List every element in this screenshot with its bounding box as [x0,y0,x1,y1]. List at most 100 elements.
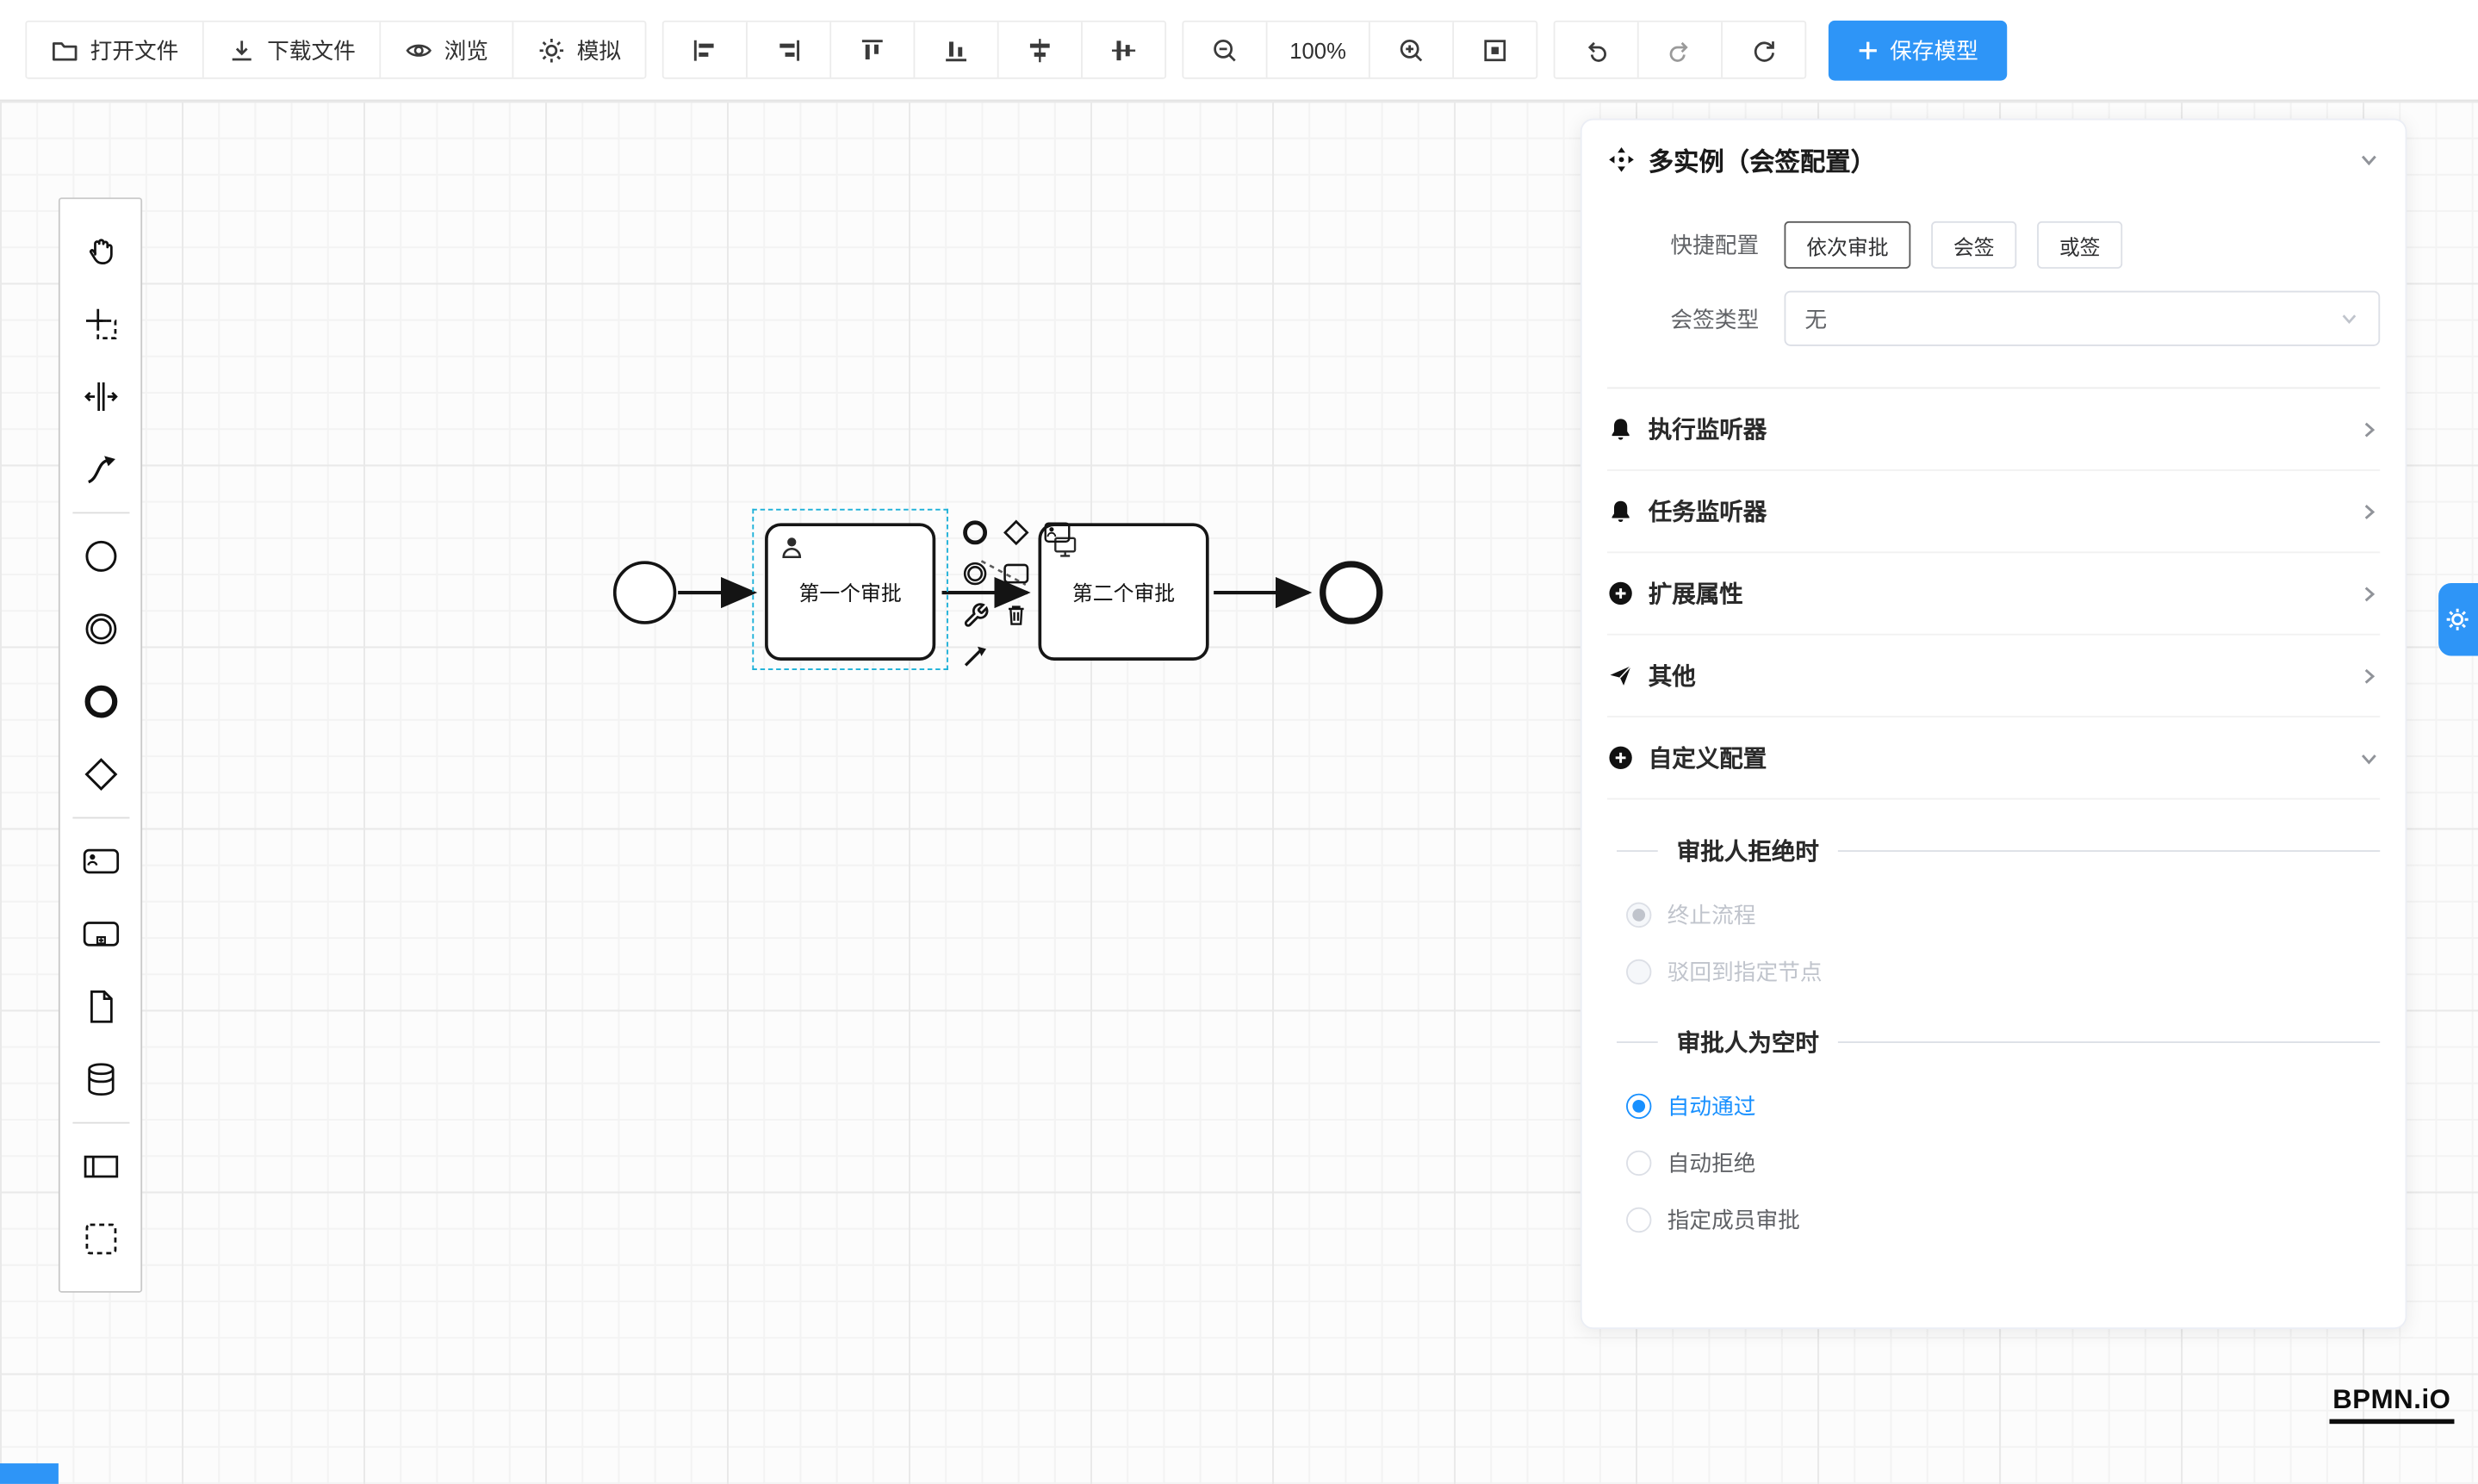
task-label: 第一个审批 [798,581,902,605]
radio-terminate-process[interactable]: 终止流程 [1626,899,2380,931]
create-group[interactable] [64,1202,136,1275]
radio-icon [1626,959,1652,985]
create-end-event[interactable] [64,665,136,737]
simulate-label: 模拟 [576,37,622,63]
quick-option-or-sign[interactable]: 或签 [2037,220,2123,269]
divider-line [1837,1041,2381,1043]
radio-designated-member[interactable]: 指定成员审批 [1626,1204,2380,1236]
section-label: 自定义配置 [1648,746,1767,773]
refresh-icon [1749,35,1778,64]
bell-icon [1607,416,1634,443]
zoom-level: 100% [1268,22,1370,78]
space-tool[interactable] [64,360,136,432]
user-task-second-approval[interactable]: 第二个审批 [1038,523,1209,661]
radio-return-to-node[interactable]: 驳回到指定节点 [1626,956,2380,988]
align-top-button[interactable] [831,22,916,78]
create-start-event[interactable] [64,520,136,593]
quick-option-countersign[interactable]: 会签 [1931,220,2017,269]
preview-button[interactable]: 浏览 [381,22,514,78]
countersign-type-select[interactable]: 无 [1784,290,2381,346]
append-intermediate-event-icon[interactable] [954,553,996,594]
radio-icon [1626,1207,1652,1233]
simulate-button[interactable]: 模拟 [513,22,644,78]
wrench-icon[interactable] [954,594,996,636]
center-vertical-button[interactable] [1083,22,1164,78]
create-data-object[interactable] [64,971,136,1043]
section-label: 执行监听器 [1648,417,1767,444]
user-task-first-approval[interactable]: 第一个审批 [765,523,936,661]
ctx-empty-2 [1037,594,1078,636]
refresh-button[interactable] [1723,22,1804,78]
radio-label: 自动拒绝 [1667,1150,1756,1177]
append-user-task-icon[interactable] [1037,512,1078,553]
settings-gear-icon [2444,607,2469,632]
section-custom-config[interactable]: 自定义配置 [1607,717,2381,800]
custom-config-content: 审批人拒绝时 终止流程 驳回到指定节点 审批人为空时 自动通过 [1607,799,2381,1236]
hand-tool[interactable] [64,215,136,288]
plus-circle-icon [1607,580,1634,606]
redo-icon [1666,35,1694,64]
align-bottom-button[interactable] [915,22,999,78]
fit-canvas-button[interactable] [1454,22,1536,78]
section-extended-attributes[interactable]: 扩展属性 [1607,553,2381,636]
panel-header[interactable]: 多实例（会签配置） [1607,120,2380,199]
create-subprocess[interactable] [64,897,136,970]
corner-badge [0,1463,59,1484]
section-task-listener[interactable]: 任务监听器 [1607,471,2381,554]
section-other[interactable]: 其他 [1607,636,2381,718]
append-gateway-icon[interactable] [996,512,1037,553]
center-horizontal-button[interactable] [999,22,1083,78]
empty-group-title: 审批人为空时 [1676,1030,1819,1058]
trash-icon[interactable] [996,594,1037,636]
divider-line [1837,850,2381,852]
radio-icon [1626,1150,1652,1177]
quick-option-sequential[interactable]: 依次审批 [1784,220,1911,269]
empty-divider: 审批人为空时 [1617,1026,2381,1059]
chevron-right-icon [2358,418,2381,440]
download-file-button[interactable]: 下载文件 [204,22,382,78]
align-right-button[interactable] [748,22,832,78]
connect-arrow-icon[interactable] [954,636,996,677]
align-top-icon [858,35,886,64]
bpmn-io-logo[interactable]: BPMN.iO [2329,1384,2455,1425]
align-right-icon [774,35,803,64]
append-end-event-icon[interactable] [954,512,996,553]
center-vertical-icon [1109,35,1138,64]
save-model-button[interactable]: 保存模型 [1828,19,2007,80]
create-data-store[interactable] [64,1043,136,1115]
section-execution-listener[interactable]: 执行监听器 [1607,388,2381,471]
send-icon [1607,662,1634,689]
fit-canvas-icon [1481,35,1509,64]
select-value: 无 [1804,306,1828,332]
gear-icon [537,35,566,64]
palette-separator [71,1121,129,1124]
lasso-tool[interactable] [64,288,136,360]
append-task-icon[interactable] [996,553,1037,594]
align-bottom-icon [942,35,971,64]
create-intermediate-event[interactable] [64,593,136,665]
create-gateway[interactable] [64,738,136,810]
zoom-out-button[interactable] [1183,22,1268,78]
quick-config-label: 快捷配置 [1670,232,1760,258]
redo-button[interactable] [1638,22,1723,78]
save-model-label: 保存模型 [1890,37,1978,63]
open-file-button[interactable]: 打开文件 [27,22,204,78]
create-participant[interactable] [64,1130,136,1202]
section-label: 扩展属性 [1648,581,1743,609]
end-event[interactable] [1320,561,1383,624]
radio-auto-reject[interactable]: 自动拒绝 [1626,1147,2380,1179]
history-button-group [1553,20,1806,79]
global-connect-tool[interactable] [64,433,136,506]
settings-drawer-toggle[interactable] [2438,583,2478,656]
ctx-empty [1037,553,1078,594]
undo-button[interactable] [1555,22,1639,78]
chevron-down-icon [2339,308,2360,329]
bell-icon [1607,498,1634,525]
start-event[interactable] [612,561,677,624]
radio-auto-pass[interactable]: 自动通过 [1626,1090,2380,1122]
create-user-task[interactable] [64,825,136,897]
zoom-in-button[interactable] [1369,22,1454,78]
align-left-button[interactable] [664,22,748,78]
